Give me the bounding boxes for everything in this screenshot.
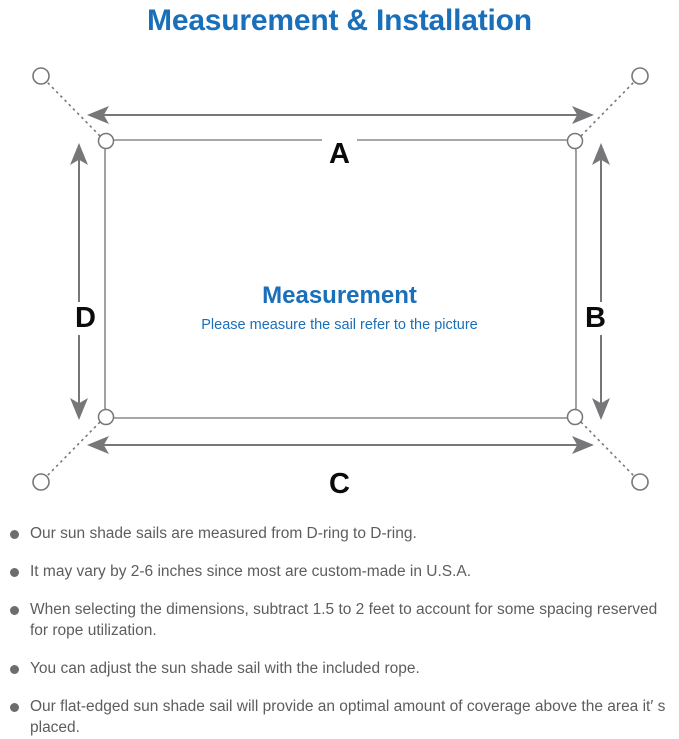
d-ring-top-right <box>566 132 584 150</box>
dimension-label-c: C <box>322 468 357 501</box>
list-item: Our flat-edged sun shade sail will provi… <box>0 696 679 738</box>
list-item-text: It may vary by 2-6 inches since most are… <box>30 563 472 580</box>
bullet-icon <box>10 606 19 615</box>
list-item-text: Our flat-edged sun shade sail will provi… <box>30 698 666 736</box>
rope-top-left <box>46 81 101 137</box>
measurement-heading: Measurement <box>262 282 417 309</box>
list-item: When selecting the dimensions, subtract … <box>0 599 679 641</box>
page-title: Measurement & Installation <box>147 4 532 37</box>
anchor-ring-bottom-left <box>32 473 50 491</box>
rope-top-right <box>580 81 635 137</box>
dimension-label-a: A <box>322 138 357 171</box>
bullet-icon <box>10 665 19 674</box>
list-item-text: Our sun shade sails are measured from D-… <box>30 525 417 542</box>
d-ring-bottom-right <box>566 408 584 426</box>
anchor-ring-bottom-right <box>631 473 649 491</box>
anchor-ring-top-right <box>631 67 649 85</box>
list-item-text: You can adjust the sun shade sail with t… <box>30 660 420 677</box>
dimension-label-d: D <box>68 302 103 335</box>
diagram-svg <box>32 67 649 491</box>
list-item: You can adjust the sun shade sail with t… <box>0 658 679 679</box>
bullet-icon <box>10 568 19 577</box>
d-ring-top-left <box>97 132 115 150</box>
bullet-icon <box>10 530 19 539</box>
bullet-icon <box>10 703 19 712</box>
list-item: It may vary by 2-6 inches since most are… <box>0 561 679 582</box>
measurement-subtitle: Please measure the sail refer to the pic… <box>201 317 478 333</box>
list-item: Our sun shade sails are measured from D-… <box>0 523 679 544</box>
rope-bottom-right <box>580 421 635 477</box>
dimension-label-b: B <box>578 302 613 335</box>
measurement-diagram: Measurement Please measure the sail refe… <box>0 40 679 520</box>
rope-bottom-left <box>46 421 101 477</box>
notes-list: Our sun shade sails are measured from D-… <box>0 523 679 738</box>
list-item-text: When selecting the dimensions, subtract … <box>30 601 658 639</box>
sail-shape <box>104 139 577 419</box>
anchor-ring-top-left <box>32 67 50 85</box>
d-ring-bottom-left <box>97 408 115 426</box>
